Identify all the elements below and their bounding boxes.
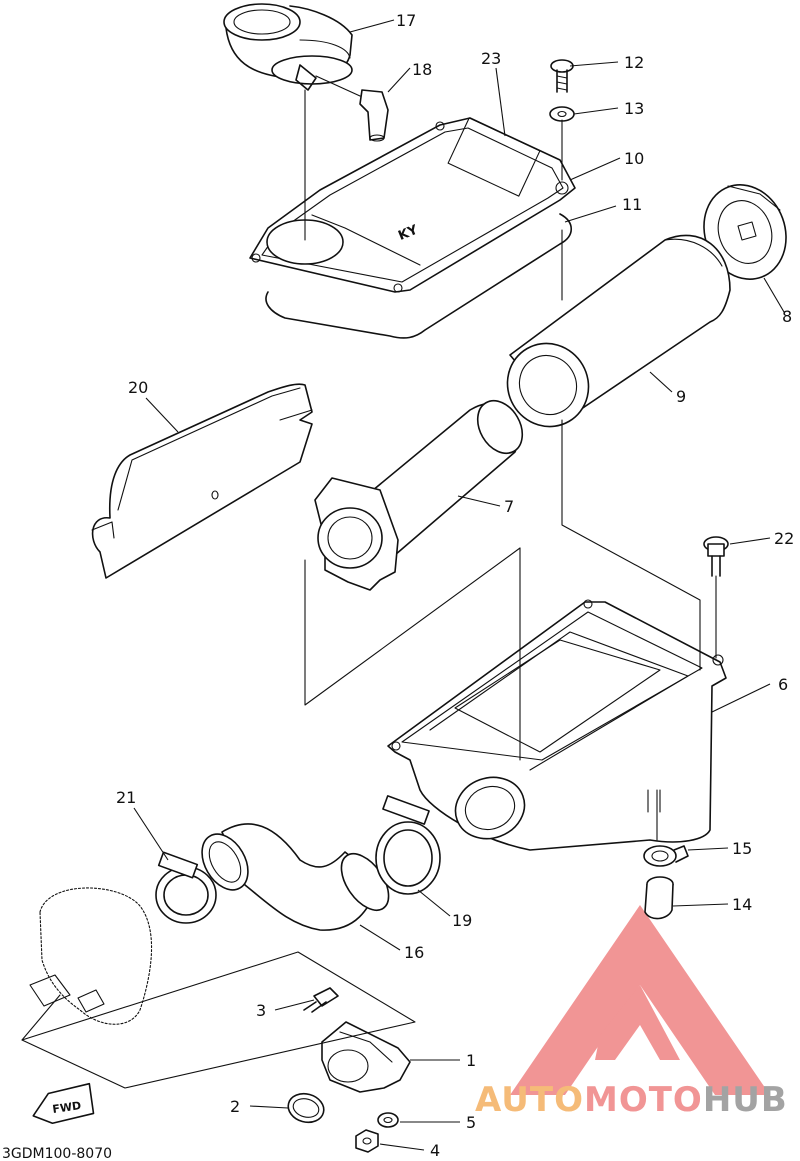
part-10-label: 10: [624, 149, 644, 168]
part-11-drawing: [265, 213, 573, 339]
part-20-drawing: [91, 383, 313, 579]
part-17-label: 17: [396, 11, 416, 30]
part-18-drawing: [315, 75, 389, 142]
watermark-logo: AUTOMOTOHUB: [475, 905, 788, 1120]
part-6-label: 6: [778, 675, 788, 694]
part-14-drawing: [644, 876, 674, 920]
part-2-label: 2: [230, 1097, 240, 1116]
part-4-label: 4: [430, 1141, 440, 1160]
part-22-drawing: [703, 536, 729, 577]
assembly-lines: [21, 89, 717, 1089]
leader-lines: [133, 19, 785, 1151]
part-5-label: 5: [466, 1113, 476, 1132]
part-15-drawing: [643, 845, 689, 867]
lid-marking: KY: [396, 222, 420, 243]
watermark-triangle-icon: [510, 905, 770, 1095]
part-21-label: 21: [116, 788, 136, 807]
drawing-code: 3GDM100-8070: [2, 1146, 112, 1161]
part-13-label: 13: [624, 99, 644, 118]
part-11-label: 11: [622, 195, 642, 214]
part-16-label: 16: [404, 943, 424, 962]
part-1-label: 1: [466, 1051, 476, 1070]
part-number-labels: 17 18 23 12 13 10 11 8 9 20 7 22 6 21 15…: [116, 11, 794, 1160]
part-18-label: 18: [412, 60, 432, 79]
part-13-drawing: [549, 106, 575, 122]
part-9-drawing: [506, 234, 731, 428]
part-9-label: 9: [676, 387, 686, 406]
part-6-drawing: [387, 599, 727, 851]
part-19-drawing: [375, 795, 441, 895]
carburetor-outline: [29, 887, 153, 1025]
part-17-drawing: [223, 3, 353, 91]
part-3-drawing: [303, 987, 339, 1013]
part-19-label: 19: [452, 911, 472, 930]
part-5-drawing: [377, 1112, 399, 1128]
part-22-label: 22: [774, 529, 794, 548]
part-14-label: 14: [732, 895, 752, 914]
part-2-drawing: [287, 1092, 325, 1124]
part-7-label: 7: [504, 497, 514, 516]
watermark-m-icon: [595, 985, 680, 1060]
part-8-label: 8: [782, 307, 792, 326]
part-3-label: 3: [256, 1001, 266, 1020]
watermark-text-moto: MOTO: [584, 1080, 703, 1120]
part-1-drawing: [321, 1021, 411, 1093]
watermark-text-auto: AUTO: [475, 1080, 584, 1120]
part-16-drawing: [201, 823, 390, 931]
fwd-arrow-icon: FWD: [32, 1082, 95, 1125]
part-21-drawing: [155, 851, 217, 924]
part-4-drawing: [355, 1129, 379, 1153]
part-15-label: 15: [732, 839, 752, 858]
fwd-label: FWD: [52, 1099, 82, 1116]
part-23-label: 23: [481, 49, 501, 68]
part-8-drawing: [703, 184, 787, 280]
svg-text:AUTOMOTOHUB: AUTOMOTOHUB: [475, 1080, 788, 1120]
part-20-label: 20: [128, 378, 148, 397]
part-12-drawing: [550, 59, 574, 93]
part-7-drawing: [314, 399, 524, 591]
watermark-text-hub: HUB: [703, 1080, 788, 1120]
part-12-label: 12: [624, 53, 644, 72]
